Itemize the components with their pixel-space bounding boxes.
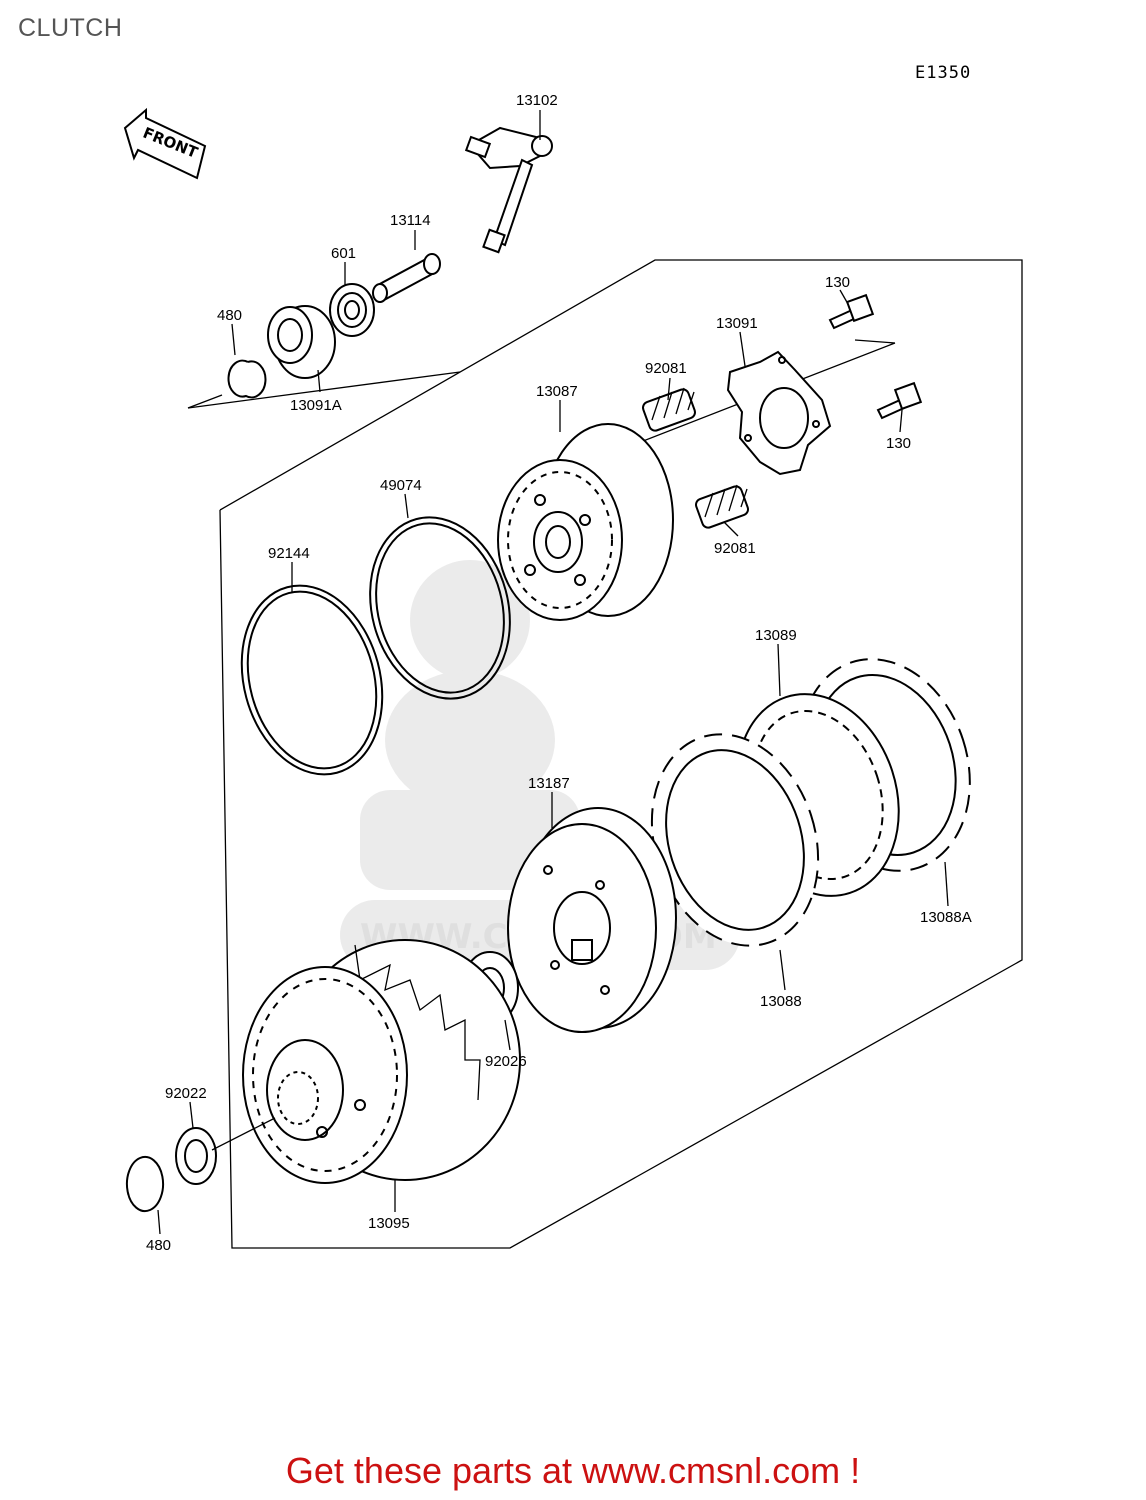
label-130-lower: 130 [886,435,911,452]
release-lever-13102 [464,126,553,254]
label-13089: 13089 [755,627,797,644]
footer-link-text[interactable]: Get these parts at www.cmsnl.com ! [285,1450,861,1491]
washer-92022 [175,1117,276,1185]
label-130-upper: 130 [825,274,850,291]
exploded-parts-diagram: WWW.CMSNL.COM E1350 FRONT [123,63,1023,1254]
label-13091: 13091 [716,315,758,332]
bearing-holder-13091A [267,305,336,379]
spring-92081-lower [695,484,749,529]
diagram-code: E1350 [915,63,971,83]
label-13087: 13087 [536,383,578,400]
circlip-480-lower [125,1155,165,1213]
clutch-housing-13095 [242,939,521,1184]
ring-92144 [240,584,384,776]
clutch-hub-13087 [497,423,674,621]
label-92081-lower: 92081 [714,540,756,557]
part-labels: 13102 13114 601 480 13091A 130 13091 920… [146,92,972,1254]
front-arrow-icon: FRONT [123,107,207,180]
o-ring-49074 [369,516,511,700]
bolt-130-lower [876,381,923,420]
diagram-title: CLUTCH [18,14,123,42]
label-49074: 49074 [380,477,422,494]
label-92081-upper: 92081 [645,360,687,377]
push-rod-13114 [372,253,441,303]
bolt-130-upper [828,293,875,330]
pressure-plate-13187 [507,807,677,1033]
label-92144: 92144 [268,545,310,562]
label-601: 601 [331,245,356,262]
circlip-480-upper [227,359,267,399]
leader-lines [157,110,949,1235]
label-480-lower: 480 [146,1237,171,1254]
label-480-upper: 480 [217,307,242,324]
spring-92081-upper [642,387,696,432]
assembly-frame [219,259,1023,1249]
friction-plate-13088 [650,733,820,947]
label-13091A: 13091A [290,397,342,414]
bearing-601 [329,283,375,337]
label-13187: 13187 [528,775,570,792]
label-92022: 92022 [165,1085,207,1102]
label-13088: 13088 [760,993,802,1010]
label-13114: 13114 [390,212,431,229]
label-13102: 13102 [516,92,558,109]
pressure-plate-13091 [726,350,832,476]
label-92026: 92026 [485,1053,527,1070]
label-13095: 13095 [368,1215,410,1232]
label-13088A: 13088A [920,909,972,926]
